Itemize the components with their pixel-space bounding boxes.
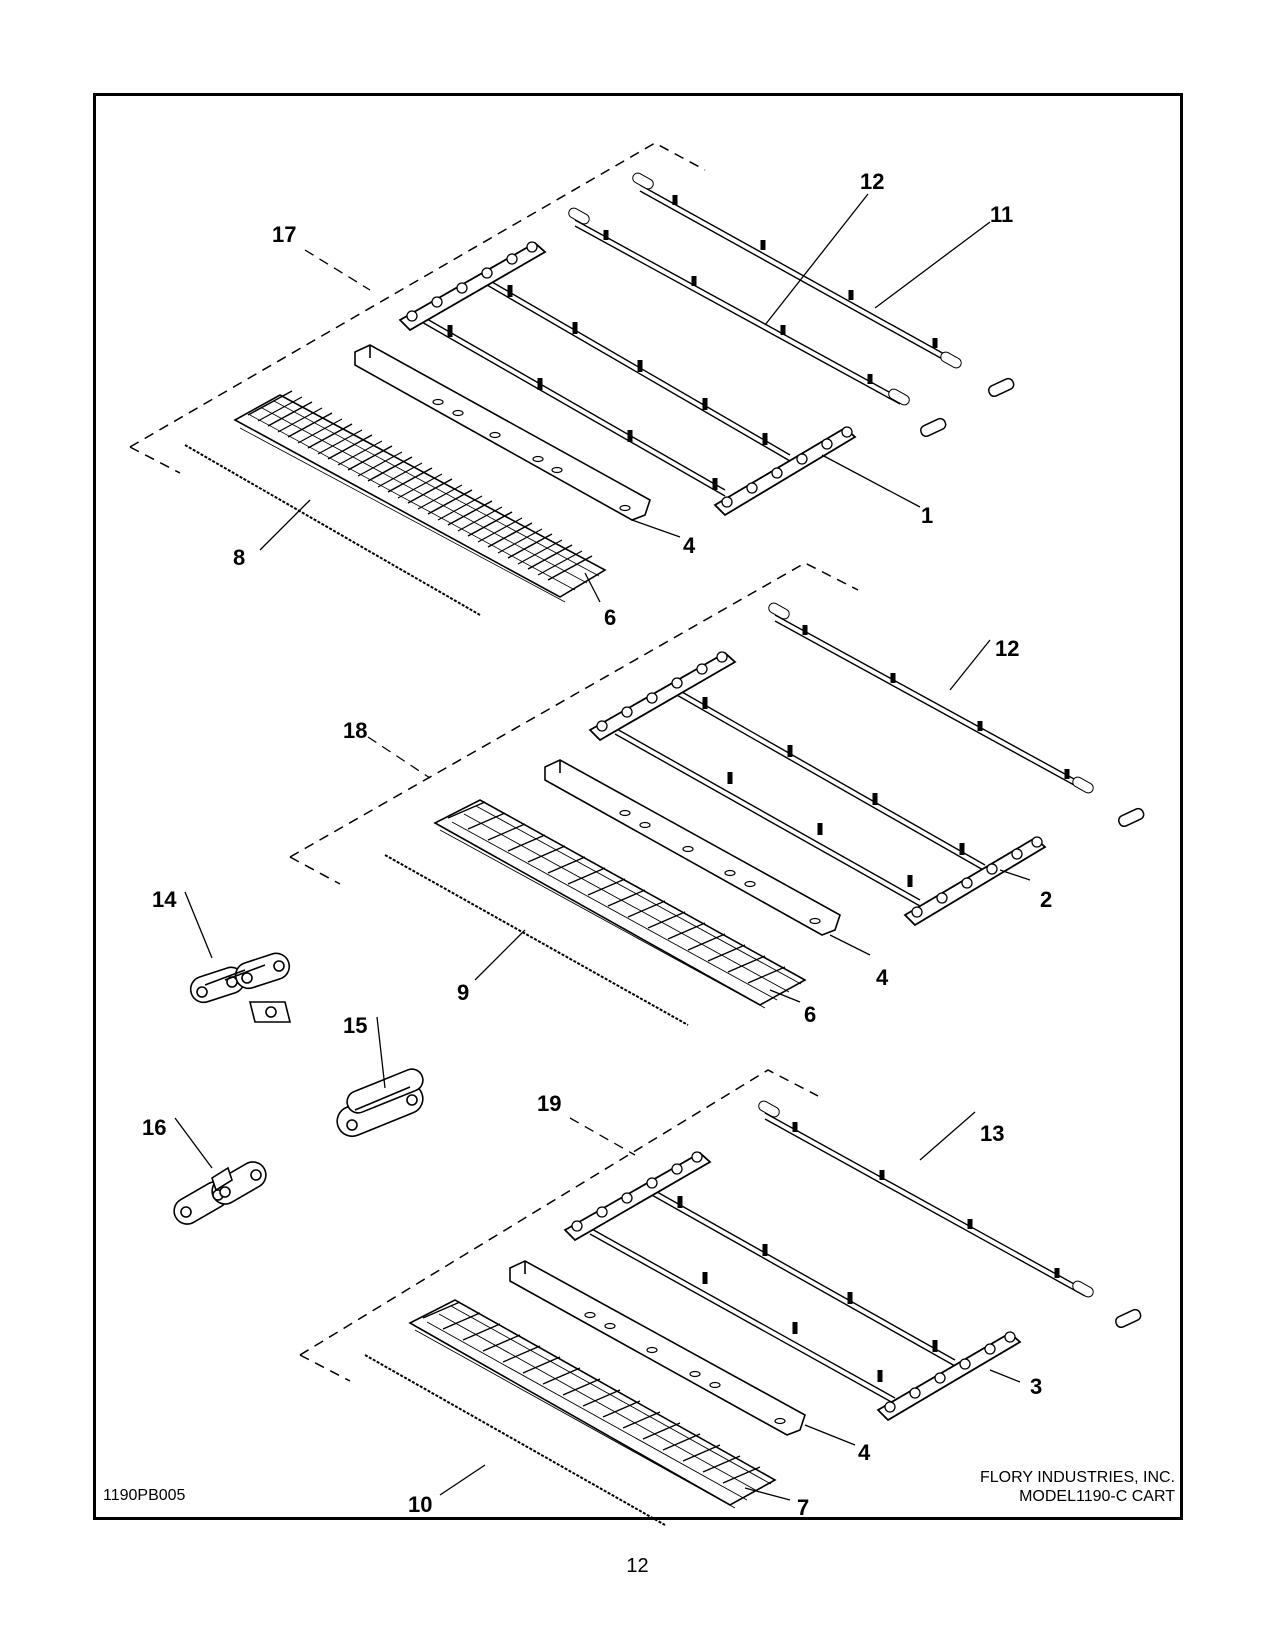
rod-11 <box>632 172 962 369</box>
mesh-7 <box>408 1299 777 1509</box>
drawing-code: 1190PB005 <box>103 1487 186 1504</box>
rod-12-top <box>568 207 910 406</box>
connector-plate <box>1114 1308 1142 1329</box>
connector-plate <box>987 377 1015 398</box>
assembly-19-outline <box>299 1069 819 1382</box>
callout-4-top: 4 <box>683 533 696 558</box>
angle-bar-4-top <box>354 344 651 521</box>
callout-12-top: 12 <box>860 169 884 194</box>
callout-6-top: 6 <box>604 605 616 630</box>
drawing-border <box>93 93 1183 1520</box>
callout-14: 14 <box>152 887 177 912</box>
callout-11: 11 <box>990 202 1013 227</box>
callout-10: 10 <box>408 1492 432 1517</box>
chain-1 <box>398 241 857 517</box>
connector-plate <box>919 417 947 438</box>
leader-lines <box>174 193 1031 1501</box>
link-15 <box>336 1068 424 1138</box>
angle-bar-4-middle <box>544 759 841 936</box>
callout-19: 19 <box>537 1091 561 1116</box>
link-14 <box>189 952 292 1023</box>
assembly-18-outline <box>289 562 859 885</box>
callout-4-bottom: 4 <box>858 1440 871 1465</box>
company-name: FLORY INDUSTRIES, INC. <box>980 1469 1175 1486</box>
callout-16: 16 <box>142 1115 166 1140</box>
chain-3 <box>563 1151 1022 1422</box>
callout-13: 13 <box>980 1121 1004 1146</box>
model-name: MODEL1190-C CART <box>1019 1488 1175 1505</box>
callout-12-middle: 12 <box>995 636 1019 661</box>
callout-2: 2 <box>1040 887 1052 912</box>
callout-4-middle: 4 <box>876 965 889 990</box>
rod-13 <box>758 1100 1094 1298</box>
callout-3: 3 <box>1030 1374 1042 1399</box>
callout-15: 15 <box>343 1013 367 1038</box>
mesh-6-middle <box>433 799 807 1009</box>
callout-7: 7 <box>797 1495 809 1520</box>
mesh-6-top <box>233 390 607 603</box>
callout-1: 1 <box>921 503 933 528</box>
callout-18: 18 <box>343 718 367 743</box>
link-16 <box>173 1161 267 1225</box>
assembly-17-outline <box>129 142 706 474</box>
rod-8 <box>184 444 481 616</box>
callout-8: 8 <box>233 545 245 570</box>
rod-9 <box>384 854 689 1026</box>
rod-10 <box>364 1354 666 1526</box>
callout-17: 17 <box>272 222 296 247</box>
callout-numbers: 17 12 11 1 4 8 6 12 18 2 14 4 9 6 15 19 … <box>142 169 1052 1520</box>
connector-plate <box>1117 807 1145 828</box>
callout-6-middle: 6 <box>804 1002 816 1027</box>
angle-bar-4-bottom <box>509 1260 806 1436</box>
callout-9: 9 <box>457 980 469 1005</box>
chain-2 <box>588 651 1047 927</box>
rod-12-middle <box>768 602 1094 794</box>
title-block: FLORY INDUSTRIES, INC. MODEL1190-C CART <box>980 1468 1175 1506</box>
page-number: 12 <box>626 1555 649 1577</box>
